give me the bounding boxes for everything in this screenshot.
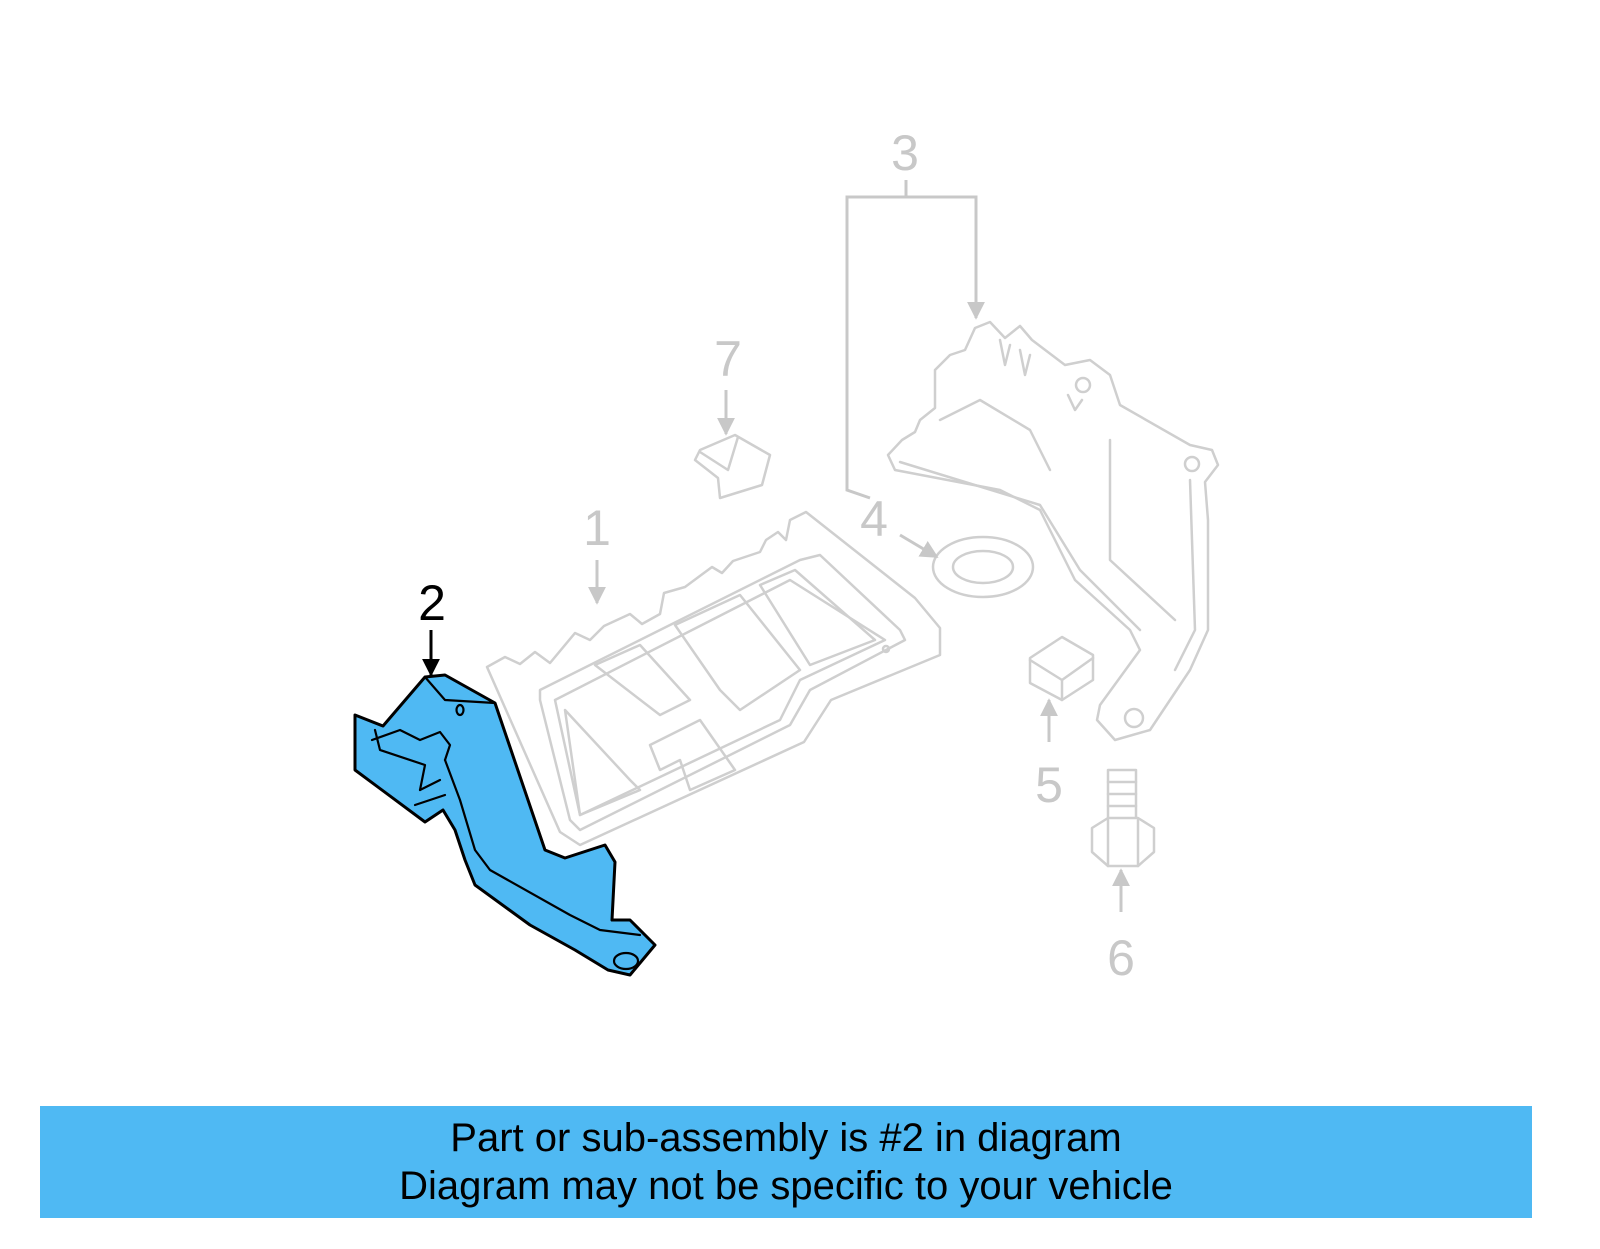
callout-1: 1 <box>583 500 611 556</box>
callout-7: 7 <box>714 331 742 387</box>
part-1-cover <box>485 510 942 847</box>
part-6-bolt <box>1090 768 1156 868</box>
leader-4 <box>899 533 939 559</box>
callout-3: 3 <box>891 125 919 181</box>
banner-line-1: Part or sub-assembly is #2 in diagram <box>450 1116 1122 1160</box>
part-5-nut <box>1028 635 1095 702</box>
leader-lines <box>422 180 1130 912</box>
part-3-bracket <box>886 320 1220 742</box>
part-2-highlighted-bracket <box>353 673 657 977</box>
info-banner: Part or sub-assembly is #2 in diagram Di… <box>40 1106 1532 1218</box>
leader-3-right <box>906 195 985 320</box>
banner-line-2: Diagram may not be specific to your vehi… <box>399 1164 1173 1208</box>
callout-6: 6 <box>1107 930 1135 986</box>
part-7-clip <box>693 433 772 500</box>
part-4-washer <box>931 535 1035 599</box>
parts-diagram: 1 2 3 4 5 6 7 <box>353 125 1220 986</box>
leader-3-left <box>845 180 908 500</box>
callout-5: 5 <box>1035 757 1063 813</box>
callout-4: 4 <box>860 491 888 547</box>
callout-2: 2 <box>418 575 446 631</box>
